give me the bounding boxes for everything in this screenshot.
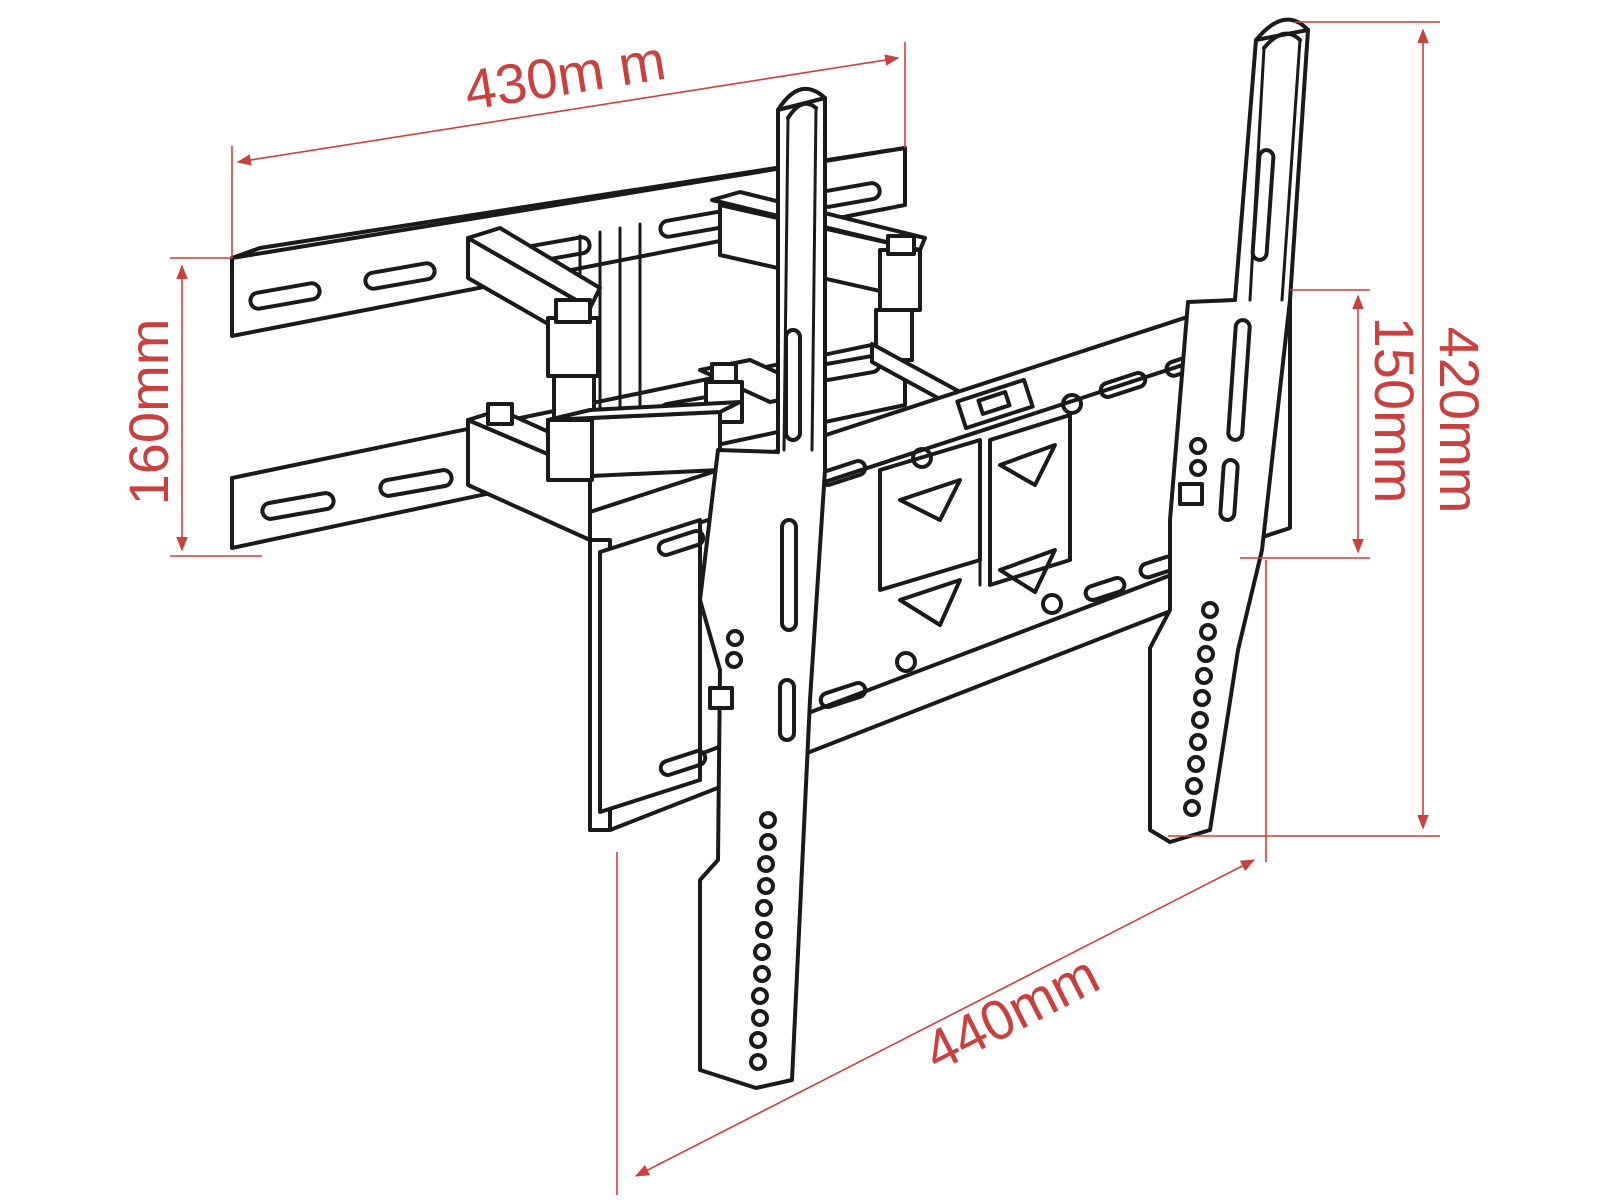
right-vertical-bracket (1148, 17, 1310, 844)
dim-label-bottom: 440mm (914, 942, 1109, 1083)
dimension-lines (170, 21, 1440, 1195)
dim-line-top (236, 54, 900, 166)
dim-line-bottom (634, 859, 1256, 1177)
dim-label-top: 430m m (460, 28, 670, 122)
dim-label-left: 160mm (117, 319, 180, 506)
dim-label-right-total: 420mm (1428, 327, 1491, 514)
dim-label-right-inner: 150mm (1363, 317, 1426, 504)
